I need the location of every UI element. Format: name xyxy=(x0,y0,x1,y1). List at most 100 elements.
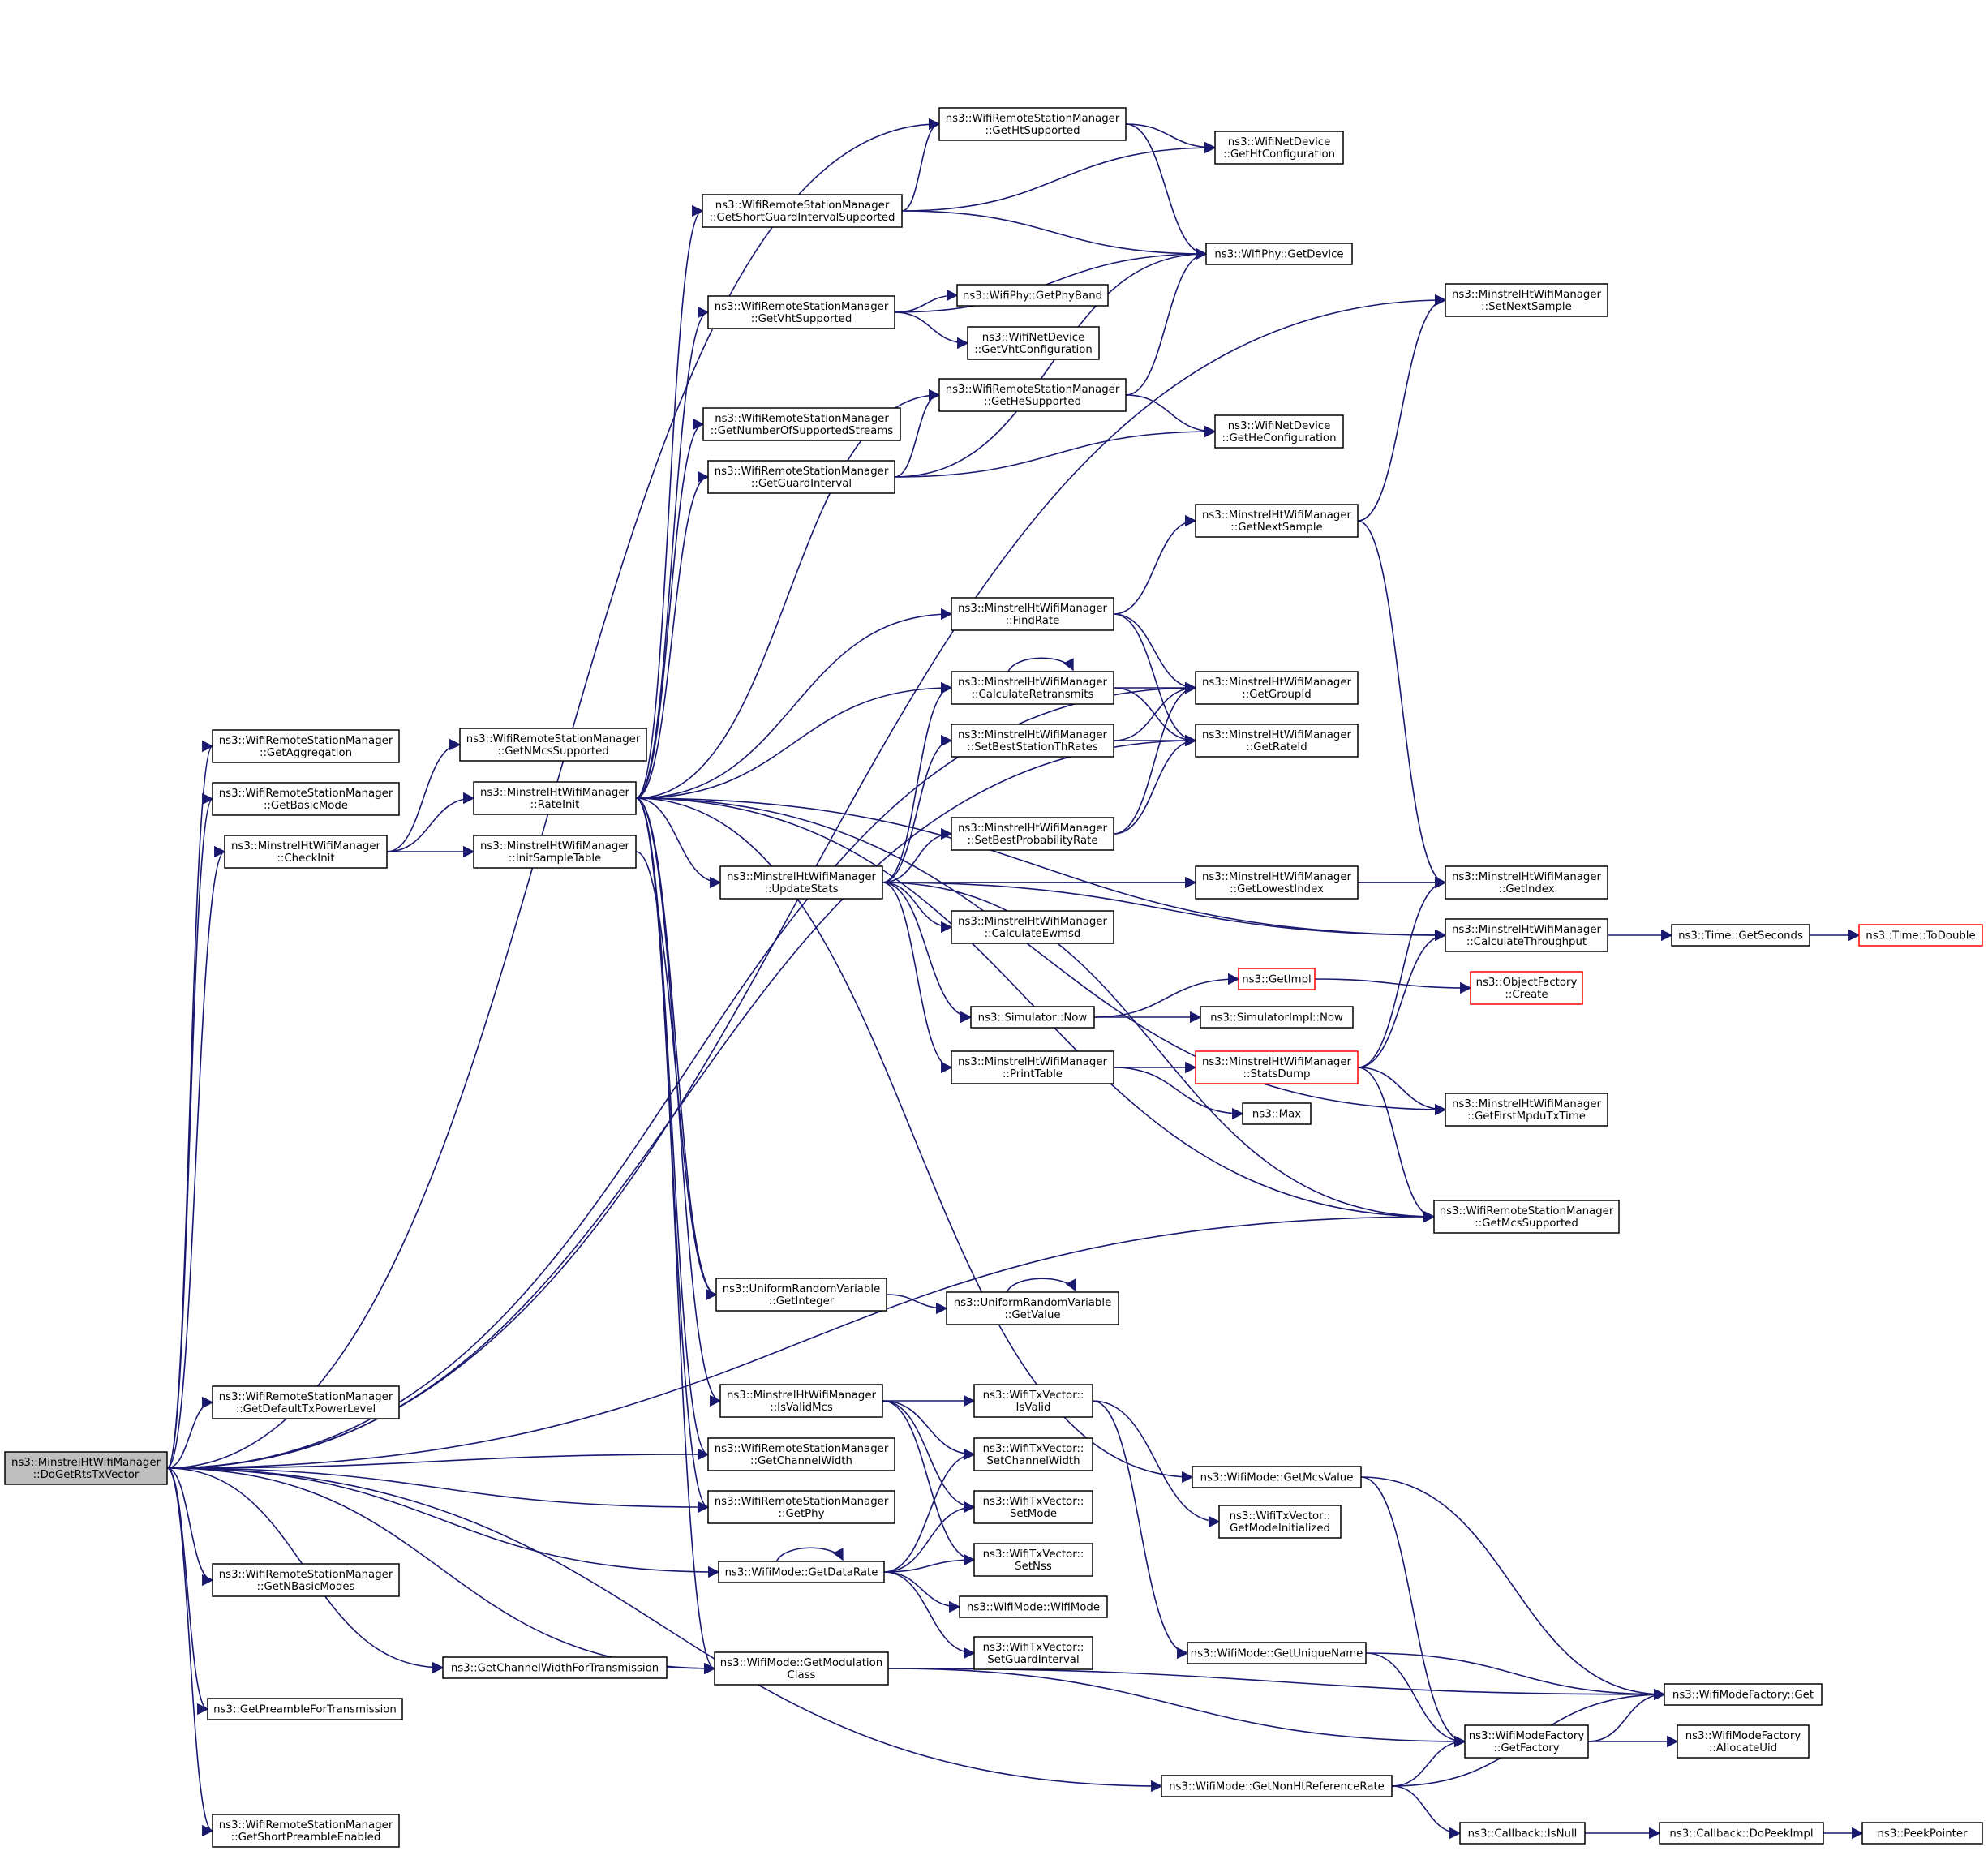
node-to-double[interactable]: ns3::Time::ToDouble xyxy=(1858,924,1983,947)
node-simulator-now[interactable]: ns3::Simulator::Now xyxy=(970,1006,1095,1029)
node-box xyxy=(1445,1093,1608,1127)
node-is-valid-mcs[interactable]: ns3::MinstrelHtWifiManager::IsValidMcs xyxy=(719,1384,883,1418)
node-box xyxy=(951,671,1114,705)
node-get-guard-interval[interactable]: ns3::WifiRemoteStationManager::GetGuardI… xyxy=(707,460,895,494)
node-get-phy[interactable]: ns3::WifiRemoteStationManager::GetPhy xyxy=(707,1490,895,1524)
node-max[interactable]: ns3::Max xyxy=(1242,1102,1312,1125)
node-get-mode-initialized[interactable]: ns3::WifiTxVector::GetModeInitialized xyxy=(1218,1505,1342,1539)
node-get-data-rate[interactable]: ns3::WifiMode::GetDataRate xyxy=(718,1561,885,1583)
node-get-ht-supported[interactable]: ns3::WifiRemoteStationManager::GetHtSupp… xyxy=(938,107,1127,141)
node-callback-is-null[interactable]: ns3::Callback::IsNull xyxy=(1459,1822,1586,1845)
node-object-factory-create[interactable]: ns3::ObjectFactory::Create xyxy=(1470,971,1583,1005)
node-label: ::GetNextSample xyxy=(1230,522,1323,534)
node-label: IsValid xyxy=(1016,1402,1051,1414)
node-calculate-ewmsd[interactable]: ns3::MinstrelHtWifiManager::CalculateEwm… xyxy=(951,910,1114,944)
node-get-mcs-supported[interactable]: ns3::WifiRemoteStationManager::GetMcsSup… xyxy=(1433,1200,1620,1234)
node-find-rate[interactable]: ns3::MinstrelHtWifiManager::FindRate xyxy=(951,597,1114,631)
node-box xyxy=(707,1437,895,1471)
node-label: ns3::MinstrelHtWifiManager xyxy=(1452,924,1602,936)
node-get-channel-width-for-transmission[interactable]: ns3::GetChannelWidthForTransmission xyxy=(442,1656,668,1679)
node-get-impl[interactable]: ns3::GetImpl xyxy=(1238,968,1316,990)
node-get-channel-width[interactable]: ns3::WifiRemoteStationManager::GetChanne… xyxy=(707,1437,895,1471)
node-wifi-mode-factory-get[interactable]: ns3::WifiModeFactory::Get xyxy=(1664,1683,1823,1706)
node-get-vht-supported[interactable]: ns3::WifiRemoteStationManager::GetVhtSup… xyxy=(707,295,895,329)
node-calculate-retransmits[interactable]: ns3::MinstrelHtWifiManager::CalculateRet… xyxy=(951,671,1114,705)
node-get-lowest-index[interactable]: ns3::MinstrelHtWifiManager::GetLowestInd… xyxy=(1195,865,1359,900)
node-is-valid[interactable]: ns3::WifiTxVector::IsValid xyxy=(973,1384,1093,1418)
node-get-non-ht-reference-rate[interactable]: ns3::WifiMode::GetNonHtReferenceRate xyxy=(1161,1775,1393,1797)
node-label: ns3::MinstrelHtWifiManager xyxy=(958,822,1108,835)
node-label: ::GetRateId xyxy=(1246,741,1307,754)
node-get-next-sample[interactable]: ns3::MinstrelHtWifiManager::GetNextSampl… xyxy=(1195,504,1359,538)
node-get-rate-id[interactable]: ns3::MinstrelHtWifiManager::GetRateId xyxy=(1195,724,1359,758)
node-get-ht-configuration[interactable]: ns3::WifiNetDevice::GetHtConfiguration xyxy=(1214,131,1344,165)
edge-is-valid-mcs-to-set-channel-width xyxy=(882,1400,976,1461)
node-update-stats[interactable]: ns3::MinstrelHtWifiManager::UpdateStats xyxy=(719,865,883,900)
node-get-seconds[interactable]: ns3::Time::GetSeconds xyxy=(1671,924,1810,947)
node-box xyxy=(212,729,400,763)
node-get-aggregation[interactable]: ns3::WifiRemoteStationManager::GetAggreg… xyxy=(212,729,400,763)
node-set-channel-width[interactable]: ns3::WifiTxVector::SetChannelWidth xyxy=(973,1437,1093,1471)
node-label: ns3::Time::GetSeconds xyxy=(1678,930,1803,943)
node-do-peek-impl[interactable]: ns3::Callback::DoPeekImpl xyxy=(1659,1822,1824,1845)
node-label: ns3::WifiRemoteStationManager xyxy=(715,200,890,212)
node-get-short-preamble-enabled[interactable]: ns3::WifiRemoteStationManager::GetShortP… xyxy=(212,1814,400,1848)
node-check-init[interactable]: ns3::MinstrelHtWifiManager::CheckInit xyxy=(224,835,388,869)
node-get-n-basic-modes[interactable]: ns3::WifiRemoteStationManager::GetNBasic… xyxy=(212,1563,400,1597)
edge-find-rate-to-get-group-id xyxy=(1113,613,1197,694)
node-get-he-supported[interactable]: ns3::WifiRemoteStationManager::GetHeSupp… xyxy=(938,378,1127,412)
node-set-best-station-th-rates[interactable]: ns3::MinstrelHtWifiManager::SetBestStati… xyxy=(951,724,1114,758)
node-label: ::GetValue xyxy=(1004,1309,1060,1321)
node-set-best-probability-rate[interactable]: ns3::MinstrelHtWifiManager::SetBestProba… xyxy=(951,817,1114,851)
node-get-mcs-value[interactable]: ns3::WifiMode::GetMcsValue xyxy=(1192,1466,1362,1488)
node-box xyxy=(1470,971,1583,1005)
node-get-first-mpdu-tx-time[interactable]: ns3::MinstrelHtWifiManager::GetFirstMpdu… xyxy=(1445,1093,1608,1127)
node-get-factory[interactable]: ns3::WifiModeFactory::GetFactory xyxy=(1464,1724,1589,1759)
node-get-default-tx-power-level[interactable]: ns3::WifiRemoteStationManager::GetDefaul… xyxy=(212,1385,400,1419)
node-box xyxy=(938,107,1127,141)
node-get-value[interactable]: ns3::UniformRandomVariable::GetValue xyxy=(946,1291,1119,1325)
node-get-device[interactable]: ns3::WifiPhy::GetDevice xyxy=(1205,243,1353,265)
edge-get-vht-supported-to-get-device xyxy=(894,247,1208,313)
node-label: ns3::MinstrelHtWifiManager xyxy=(958,1056,1108,1068)
node-get-phy-band[interactable]: ns3::WifiPhy::GetPhyBand xyxy=(956,284,1109,307)
node-get-unique-name[interactable]: ns3::WifiMode::GetUniqueName xyxy=(1187,1642,1367,1664)
node-simulator-impl-now[interactable]: ns3::SimulatorImpl::Now xyxy=(1200,1006,1354,1029)
node-set-next-sample[interactable]: ns3::MinstrelHtWifiManager::SetNextSampl… xyxy=(1445,283,1608,317)
node-get-integer[interactable]: ns3::UniformRandomVariable::GetInteger xyxy=(715,1278,887,1312)
edge-get-unique-name-to-wifi-mode-factory-get xyxy=(1365,1652,1666,1701)
node-box xyxy=(1195,724,1359,758)
node-label: ns3::MinstrelHtWifiManager xyxy=(1202,676,1352,689)
node-rate-init[interactable]: ns3::MinstrelHtWifiManager::RateInit xyxy=(473,781,637,815)
node-label: ns3::WifiNetDevice xyxy=(1228,136,1331,148)
node-get-group-id[interactable]: ns3::MinstrelHtWifiManager::GetGroupId xyxy=(1195,671,1359,705)
node-do-get-rts-tx-vector[interactable]: ns3::MinstrelHtWifiManager::DoGetRtsTxVe… xyxy=(4,1451,168,1485)
node-get-n-mcs-supported[interactable]: ns3::WifiRemoteStationManager::GetNMcsSu… xyxy=(459,728,647,762)
node-box xyxy=(1195,671,1359,705)
node-box xyxy=(1195,504,1359,538)
node-peek-pointer[interactable]: ns3::PeekPointer xyxy=(1861,1822,1983,1845)
node-set-mode[interactable]: ns3::WifiTxVector::SetMode xyxy=(973,1490,1093,1524)
node-wifi-mode-ctor[interactable]: ns3::WifiMode::WifiMode xyxy=(959,1595,1108,1618)
node-get-basic-mode[interactable]: ns3::WifiRemoteStationManager::GetBasicM… xyxy=(212,782,400,816)
edge-do-get-rts-tx-vector-to-get-phy xyxy=(166,1467,710,1514)
node-label: ns3::WifiRemoteStationManager xyxy=(715,301,889,313)
node-label: ::AllocateUid xyxy=(1709,1742,1777,1754)
node-calculate-throughput[interactable]: ns3::MinstrelHtWifiManager::CalculateThr… xyxy=(1445,918,1608,952)
node-allocate-uid[interactable]: ns3::WifiModeFactory::AllocateUid xyxy=(1677,1724,1810,1759)
node-stats-dump[interactable]: ns3::MinstrelHtWifiManager::StatsDump xyxy=(1195,1050,1359,1084)
node-get-index[interactable]: ns3::MinstrelHtWifiManager::GetIndex xyxy=(1445,865,1608,900)
node-get-he-configuration[interactable]: ns3::WifiNetDevice::GetHeConfiguration xyxy=(1214,414,1344,449)
node-init-sample-table[interactable]: ns3::MinstrelHtWifiManager::InitSampleTa… xyxy=(473,835,637,869)
node-print-table[interactable]: ns3::MinstrelHtWifiManager::PrintTable xyxy=(951,1050,1114,1084)
node-label: ns3::MinstrelHtWifiManager xyxy=(1202,729,1352,741)
node-set-nss[interactable]: ns3::WifiTxVector::SetNss xyxy=(973,1543,1093,1577)
node-get-preamble-for-transmission[interactable]: ns3::GetPreambleForTransmission xyxy=(207,1698,403,1720)
node-label: ::GetNBasicModes xyxy=(257,1581,355,1593)
node-get-number-of-supported-streams[interactable]: ns3::WifiRemoteStationManager::GetNumber… xyxy=(702,407,901,441)
edge-update-stats-to-calculate-throughput xyxy=(882,882,1447,942)
node-get-short-guard-interval-supported[interactable]: ns3::WifiRemoteStationManager::GetShortG… xyxy=(702,194,903,228)
node-set-guard-interval[interactable]: ns3::WifiTxVector::SetGuardInterval xyxy=(973,1636,1093,1670)
node-get-vht-configuration[interactable]: ns3::WifiNetDevice::GetVhtConfiguration xyxy=(967,326,1100,360)
